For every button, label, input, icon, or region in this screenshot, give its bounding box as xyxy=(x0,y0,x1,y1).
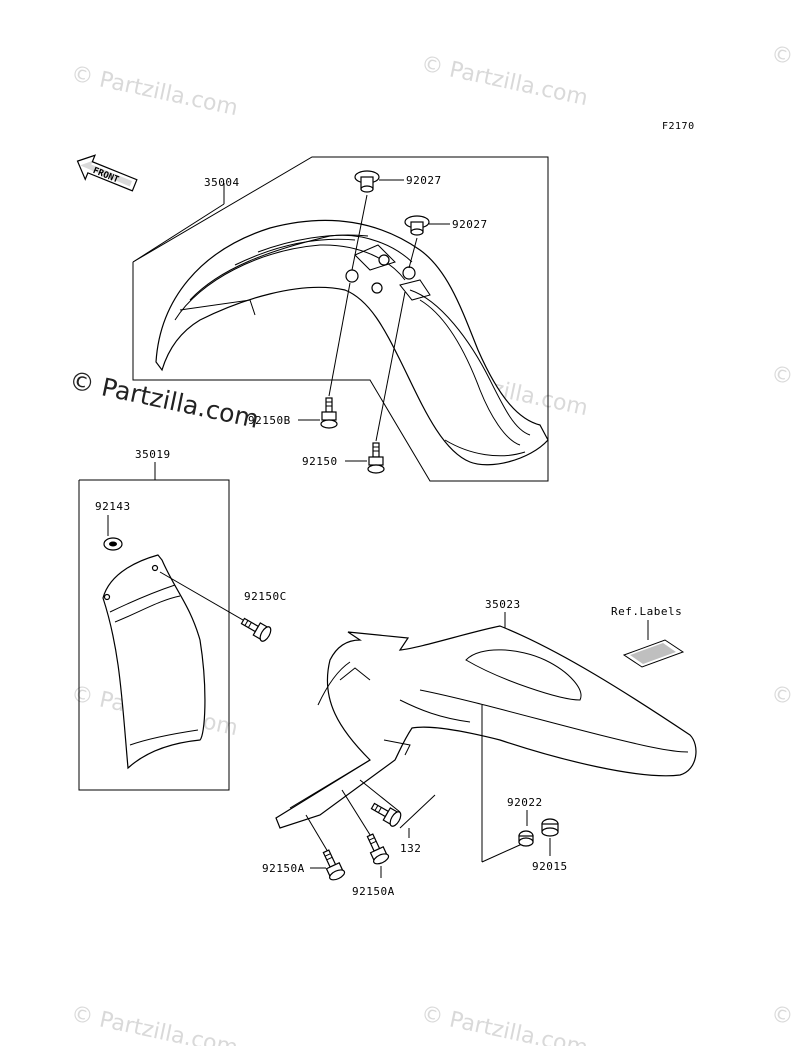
label-35023: 35023 xyxy=(485,598,521,611)
fork-guard xyxy=(102,554,206,770)
label-92027-top: 92027 xyxy=(406,174,442,187)
leader-line xyxy=(351,194,368,271)
watermark: © Partzilla.com xyxy=(69,1001,240,1046)
watermark: © Partzilla.com xyxy=(769,361,800,421)
watermark: © Partzilla.com xyxy=(69,61,240,121)
label-92150c: 92150C xyxy=(244,590,287,603)
label-35019: 35019 xyxy=(135,448,171,461)
bolt-92150a-left xyxy=(322,849,346,881)
leader-line xyxy=(159,571,256,628)
fork-guard-box xyxy=(78,479,230,791)
watermark: © Partzilla.com xyxy=(769,681,800,741)
front-fender xyxy=(155,219,549,466)
label-92027-right: 92027 xyxy=(452,218,488,231)
nut-92015 xyxy=(541,818,559,837)
leader-line xyxy=(375,291,406,442)
plug-92027-right xyxy=(404,215,430,236)
bolt-92150b xyxy=(320,397,338,429)
leader-line xyxy=(328,282,351,397)
leader-line xyxy=(132,203,225,263)
plug-92027-top xyxy=(354,170,380,193)
label-35004: 35004 xyxy=(204,176,240,189)
label-92143: 92143 xyxy=(95,500,131,513)
leader-line xyxy=(359,779,401,813)
leader-line xyxy=(305,814,329,853)
leader-line xyxy=(341,789,373,839)
label-132: 132 xyxy=(400,842,421,855)
front-fender-box xyxy=(132,156,549,482)
watermark-group: © Partzilla.com © Partzilla.com © Partzi… xyxy=(67,41,800,1046)
leader-line xyxy=(481,843,523,863)
rear-fender xyxy=(275,625,697,829)
washer-92022 xyxy=(518,830,534,847)
watermark: © Partzilla.com xyxy=(769,1001,800,1046)
bolt-92150a-right xyxy=(366,833,390,865)
label-92015: 92015 xyxy=(532,860,568,873)
ref-labels-text: Ref.Labels xyxy=(611,605,682,618)
label-92150a-left: 92150A xyxy=(262,862,305,875)
label-92150b: 92150B xyxy=(248,414,291,427)
leader-line xyxy=(408,237,418,269)
watermark: © Partzilla.com xyxy=(419,1001,590,1046)
label-92150: 92150 xyxy=(302,455,338,468)
leader-line xyxy=(399,794,436,829)
front-fender-group: 35004 92027 xyxy=(132,156,549,482)
watermark-dark: © Partzilla.com xyxy=(67,366,262,434)
diagram-code: F2170 xyxy=(662,121,695,132)
front-arrow-icon: FRONT xyxy=(76,154,138,192)
label-92022: 92022 xyxy=(507,796,543,809)
bolt-92150 xyxy=(367,442,385,474)
watermark: © Partzilla.com xyxy=(419,51,590,111)
label-92150a-right: 92150A xyxy=(352,885,395,898)
bolt-132 xyxy=(370,802,402,827)
rear-fender-group: 35023 Ref.Labels xyxy=(262,598,697,898)
fork-guard-group: 35019 92143 92150C xyxy=(78,448,287,791)
bolt-92150c xyxy=(240,617,272,642)
grommet-92143 xyxy=(103,537,123,551)
watermark: © Partzilla.com xyxy=(769,41,800,101)
ref-label-sticker xyxy=(622,639,685,668)
